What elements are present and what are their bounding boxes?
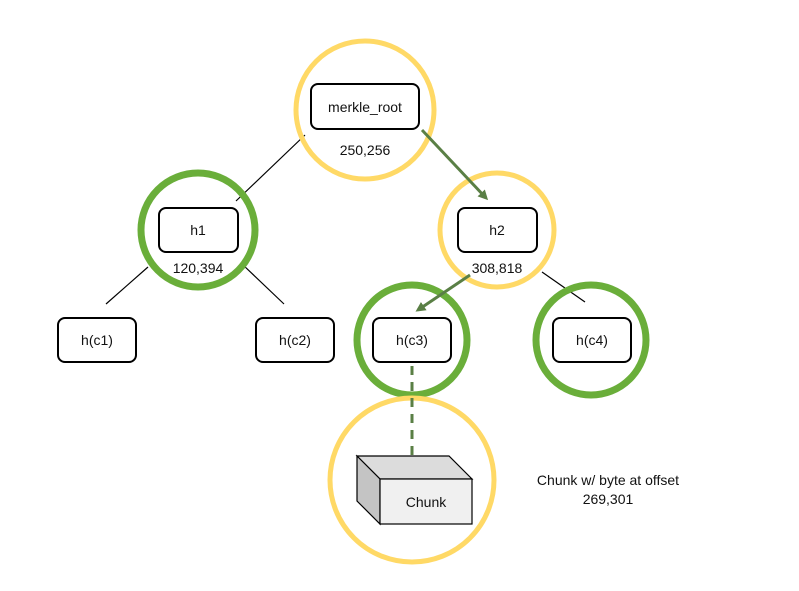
edge-h1-to-c1 [105, 266, 149, 305]
ring-merkle-root [293, 38, 437, 182]
node-h2-box [457, 207, 538, 253]
chunk-block: Chunk [355, 454, 474, 526]
node-h1-box [158, 207, 239, 253]
chunk-block-label: Chunk [406, 494, 447, 510]
chunk-block-face [379, 478, 473, 525]
node-c1-box [57, 317, 137, 363]
edge-h1-to-c2 [241, 263, 285, 305]
node-h2-label: h2 [489, 222, 505, 238]
chunk-caption-line1: Chunk w/ byte at offset [537, 472, 679, 488]
node-merkle-root: merkle_root [310, 83, 420, 130]
node-c4: h(c4) [552, 317, 632, 363]
ring-c4 [532, 281, 650, 399]
node-c1-label: h(c1) [81, 332, 113, 348]
node-c3: h(c3) [372, 317, 452, 363]
node-c3-box [372, 317, 452, 363]
node-merkle-root-value: 250,256 [340, 142, 391, 158]
node-h1-value: 120,394 [173, 260, 224, 276]
node-c4-label: h(c4) [576, 332, 608, 348]
ring-h1 [137, 169, 259, 291]
node-h1: h1 [158, 207, 239, 253]
node-merkle-root-box [310, 83, 420, 130]
node-c1: h(c1) [57, 317, 137, 363]
node-h1-label: h1 [190, 222, 206, 238]
node-h2: h2 [457, 207, 538, 253]
edge-root-to-h1 [235, 134, 306, 202]
ring-h2 [437, 170, 557, 290]
node-c2-label: h(c2) [279, 332, 311, 348]
node-c3-label: h(c3) [396, 332, 428, 348]
ring-c3 [353, 281, 471, 399]
node-h2-value: 308,818 [472, 260, 523, 276]
node-c2: h(c2) [255, 317, 335, 363]
node-merkle-root-label: merkle_root [328, 99, 402, 115]
chunk-caption-line2: 269,301 [583, 491, 634, 507]
path-arrow-root-to-h2 [420, 128, 489, 201]
node-c2-box [255, 317, 335, 363]
node-c4-box [552, 317, 632, 363]
path-arrow-h2-to-c3 [415, 273, 471, 312]
edge-h2-to-c4 [541, 271, 586, 303]
